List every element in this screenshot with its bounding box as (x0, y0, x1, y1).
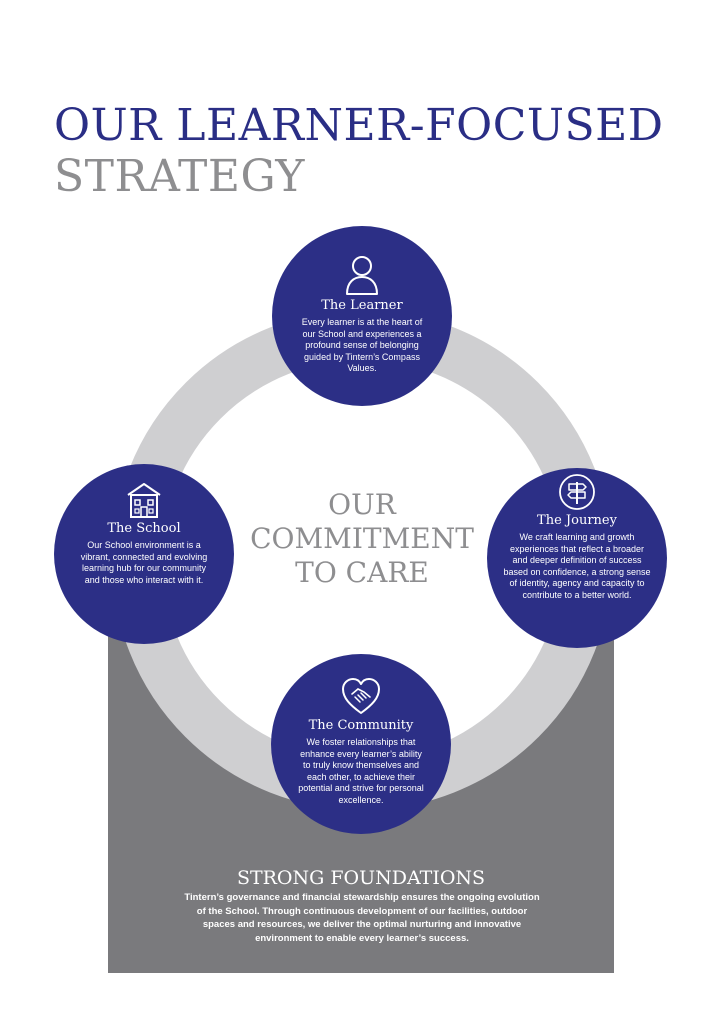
community-title: The Community (308, 718, 414, 733)
community-description: We foster relationships that enhance eve… (298, 737, 424, 805)
school-description: Our School environment is a vibrant, con… (80, 540, 208, 585)
page-title-line-2: STRATEGY (54, 151, 305, 202)
person-icon (346, 256, 378, 295)
foundations-title: STRONG FOUNDATIONS (236, 867, 486, 889)
center-line-3: TO CARE (295, 556, 429, 589)
school-title: The School (107, 521, 181, 536)
foundations-description: Tintern’s governance and financial stewa… (184, 892, 540, 944)
learner-title: The Learner (321, 298, 403, 313)
page-title-line-1: OUR LEARNER-FOCUSED (54, 100, 664, 151)
signpost-icon (559, 474, 595, 510)
learner-circle: The Learner Every learner is at the hear… (272, 226, 452, 406)
journey-circle: The Journey We craft learning and growth… (487, 468, 667, 648)
commitment-center-text: OUR COMMITMENT TO CARE (232, 488, 492, 590)
center-line-1: OUR (328, 488, 396, 521)
school-building-icon (127, 483, 161, 518)
heart-handshake-icon (342, 678, 380, 714)
community-circle: The Community We foster relationships th… (271, 654, 451, 834)
journey-description: We craft learning and growth experiences… (503, 532, 651, 600)
learner-description: Every learner is at the heart of our Sch… (301, 317, 423, 373)
journey-title: The Journey (537, 513, 617, 528)
school-circle: The School Our School environment is a v… (54, 464, 234, 644)
center-line-2: COMMITMENT (250, 522, 474, 555)
